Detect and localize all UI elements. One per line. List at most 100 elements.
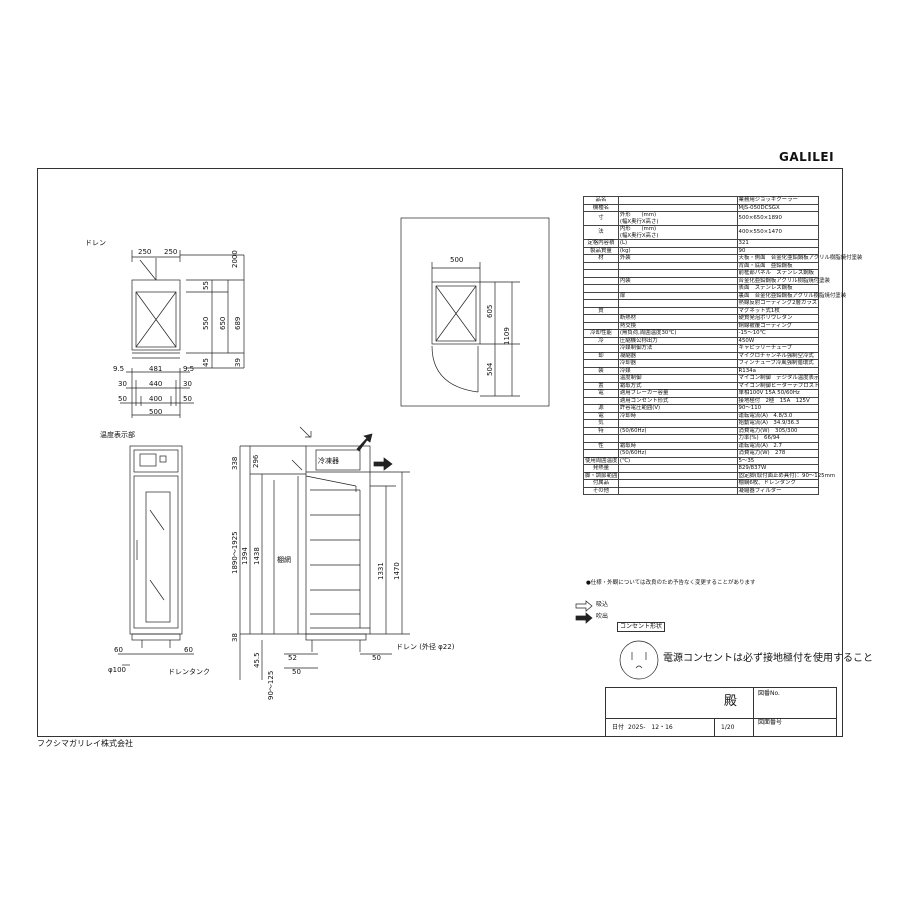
front-dim-60b: 60 [184,646,193,654]
side-dim-296: 296 [252,454,260,468]
dim-500: 500 [149,408,162,416]
spec-cell [617,261,738,270]
spec-row: 適用コンセント形式接地極付 2極 15A 125V [583,396,820,405]
spec-cell: 業務用ジョッキクーラー [736,196,820,205]
label-drain-outer: ドレン (外径 φ22) [396,642,455,651]
spec-row: 力率(%) 66/94 [583,434,820,443]
spec-cell: 断熱材 [617,314,738,323]
spec-cell [617,486,738,495]
spec-row: 品名業務用ジョッキクーラー [583,196,820,205]
spec-cell [583,284,619,293]
spec-cell [617,419,738,428]
side-dim-338: 338 [231,457,239,470]
spec-cell [617,284,738,293]
spec-cell: 製品質量 [583,246,619,255]
spec-cell: 源 [583,404,619,413]
dim-440: 440 [149,380,162,388]
spec-row: 源許容電圧範囲(V)90〜110 [583,404,820,413]
dim-50a: 50 [118,395,127,403]
spec-cell: 固定脚(取付面止め具付)：90〜125mm [736,471,836,480]
spec-cell: 置 [583,381,619,390]
label-shelf-net: 棚網 [277,555,291,564]
spec-cell: マグネット式1枚 [736,306,820,315]
spec-cell: 特 [583,426,619,435]
spec-cell: 性 [583,441,619,450]
spec-cell: 内装 [617,276,738,285]
spec-cell [583,314,619,323]
spec-cell [617,471,738,480]
spec-cell: 銅線被覆コーティング [736,321,820,330]
spec-cell: 単相100V 15A 50/60Hz [736,389,820,398]
label-temp-display: 温度表示部 [100,430,135,439]
spec-row: 使用周囲温度(℃)5〜35 [583,456,820,465]
spec-cell: 凝縮器フィルター [736,486,820,495]
spec-cell: 前框部パネル ステンレス鋼板 [736,269,820,278]
spec-cell: 付属品 [583,479,619,488]
date-value: 2025- 12・16 [628,724,673,731]
spec-row: 置霜取方式マイコン制御ヒーターデフロスト [583,381,819,390]
spec-cell: 材 [583,254,619,263]
spec-cell: 熱線反射コーティング2層ガラス [736,299,820,308]
spec-cell: 法 [583,225,619,240]
spec-cell: 適用コンセント形式 [617,396,738,405]
spec-row: 表面 ステンレス鋼板 [583,284,820,293]
spec-row: 熱交換銅線被覆コーティング [583,321,820,330]
spec-cell: 冷却時 [617,411,738,420]
spec-row: 扉裏面 合金化亜鉛鋼板アクリル樹脂焼付塗装 [583,291,846,300]
spec-cell: 始動電流(A) 34.9/36.3 [736,419,820,428]
legend-intake: 吸込 [596,601,609,608]
spec-cell: 電 [583,389,619,398]
sheet-no-label: 図番No. [758,690,780,697]
spec-cell: (kg) [617,246,738,255]
side-dim-50a: 50 [292,668,301,676]
spec-row: 断熱材硬質発泡ポリウレタン [583,314,820,323]
spec-cell: 接地極付 2極 15A 125V [736,396,820,405]
spec-cell [583,291,619,300]
spec-row: 冷却器フィンチューブ冷風強制循環式 [583,359,820,368]
side-dim-1394: 1394 [241,547,249,565]
spec-cell: 冷媒制御方法 [617,344,738,353]
spec-cell [617,196,738,205]
spec-cell: -15〜10℃ [736,329,820,338]
side-dim-38: 38 [231,633,239,642]
side-dim-1470: 1470 [393,562,401,580]
spec-cell: 棚網6枚、ドレンタンク [736,479,820,488]
spec-cell: 却 [583,351,619,360]
dim-45: 45 [202,358,210,367]
spec-cell: (L) [617,239,738,248]
spec-cell: 冷 [583,336,619,345]
front-dim-phi100: φ100 [108,666,126,674]
spec-cell: 使用周囲温度 [583,456,619,465]
front-view-body [129,445,183,635]
spec-cell: (50/60Hz) [617,426,738,435]
spec-cell: 扉 [617,291,738,300]
spec-cell: 質 [583,306,619,315]
spec-cell [583,299,619,308]
spec-cell: 5〜35 [736,456,820,465]
spec-cell: フィンチューブ冷風強制循環式 [736,359,820,368]
spec-row: 温度制御マイコン制御 デジタル温度表示 [583,374,820,383]
spec-row: 寸外形 (mm) (幅X奥行X高さ)500×650×1890 [583,211,820,226]
company-name: フクシマガリレイ株式会社 [37,739,133,748]
spec-cell: マイコン制御 デジタル温度表示 [736,374,820,383]
drawing-no-label: 図面番号 [758,719,783,726]
plan-dim-504: 504 [486,362,494,376]
spec-row: 性霜取時運転電流(A) 2.7 [583,441,820,450]
dim-250b: 250 [164,248,177,256]
spec-cell: 消費電力(W) 278 [736,449,820,458]
spec-cell: 圧縮機公称出力 [617,336,738,345]
spec-row: 気始動電流(A) 34.9/36.3 [583,419,820,428]
label-drain-tank: ドレンタンク [168,667,210,676]
spec-cell: 運転電流(A) 2.7 [736,441,820,450]
spec-cell [583,396,619,405]
spec-cell: 外装 [617,254,738,263]
spec-row: (50/60Hz)消費電力(W) 278 [583,449,820,458]
spec-row: 電適用ブレーカー容量単相100V 15A 50/60Hz [583,389,820,398]
dim-2000: 2000 [231,250,239,268]
spec-cell [617,299,738,308]
spec-cell: キャピラリーチューブ [736,344,820,353]
